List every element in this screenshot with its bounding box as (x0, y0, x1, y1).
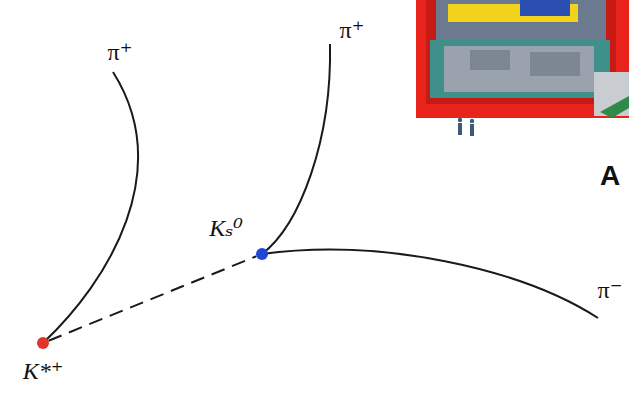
detector-body (430, 40, 610, 98)
pipe-fitting (600, 96, 629, 118)
detector-frame (416, 0, 629, 118)
pion-track (262, 44, 330, 254)
vertex-marker (37, 337, 49, 349)
pion-track (43, 72, 138, 343)
pion-track (262, 250, 598, 318)
detector-blue (520, 0, 570, 16)
detector-module (470, 50, 510, 70)
particle-label: π⁻ (598, 278, 623, 302)
particle-label: π⁺ (340, 18, 365, 42)
detector-modules (444, 46, 594, 92)
particle-label: π⁺ (108, 40, 133, 64)
cropped-letter: A (600, 162, 620, 190)
particle-label: K*⁺ (23, 359, 64, 383)
vertex-dot: Kₛ⁰ (256, 248, 268, 260)
vertex-dot: K*⁺ (37, 337, 49, 349)
vertex-marker (256, 248, 268, 260)
detector-inner (426, 0, 616, 104)
detector-module (530, 52, 580, 76)
detector-top (436, 0, 606, 40)
people (458, 118, 474, 136)
decay-line (49, 256, 257, 340)
particle-label: Kₛ⁰ (209, 216, 243, 240)
detector-picture (416, 0, 629, 136)
